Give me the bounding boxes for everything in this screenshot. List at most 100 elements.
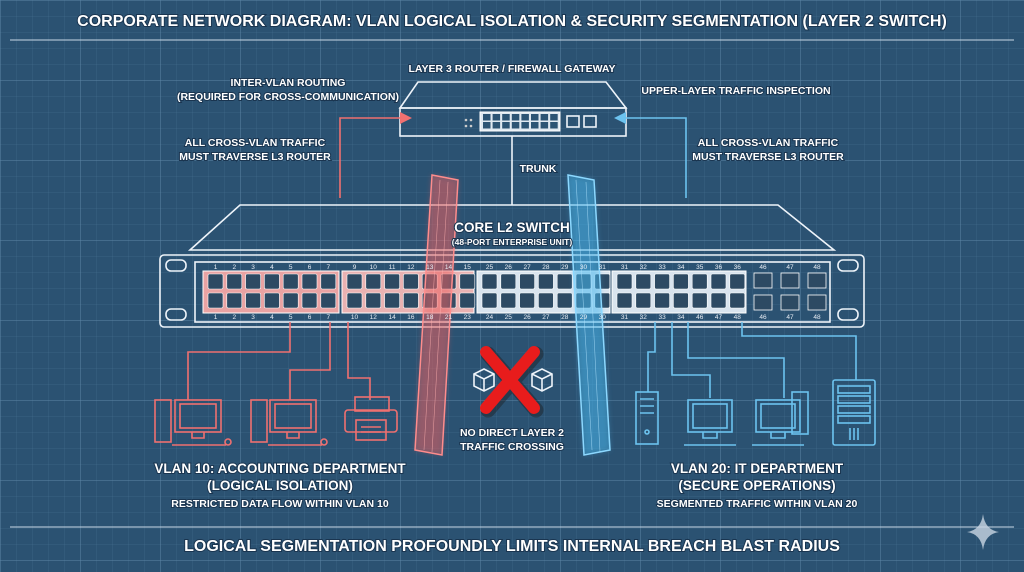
- blocked-packet-left-icon: [473, 368, 495, 392]
- switch-port: [481, 273, 498, 290]
- port-label: 33: [658, 264, 666, 271]
- right-traverse-line2: MUST TRAVERSE L3 ROUTER: [692, 151, 844, 163]
- vlan20-route-arrow: [624, 117, 687, 198]
- switch-port: [538, 273, 554, 290]
- switch-port: [691, 292, 708, 309]
- switch-port: [384, 292, 400, 309]
- port-label: 6: [308, 264, 312, 271]
- switch-port: [556, 292, 573, 309]
- port-label: 28: [542, 264, 550, 271]
- vlan10-workstation-1: [154, 399, 232, 446]
- port-label: 34: [677, 314, 685, 321]
- switch-port: [207, 273, 224, 290]
- port-label: 26: [523, 314, 531, 321]
- sparkle-icon: [967, 514, 999, 550]
- switch-port: [691, 273, 708, 290]
- switch-port: [616, 273, 633, 290]
- switch-sublabel: (48-PORT ENTERPRISE UNIT): [452, 237, 573, 247]
- sfp-port: [753, 272, 773, 289]
- switch-port: [654, 273, 670, 290]
- port-label: 4: [270, 314, 274, 321]
- vlan10-subtitle: RESTRICTED DATA FLOW WITHIN VLAN 10: [171, 498, 389, 510]
- vlan10-title-line1: VLAN 10: ACCOUNTING DEPARTMENT: [154, 461, 406, 476]
- vlan20-workstation-1: [684, 399, 736, 446]
- port-label: 31: [621, 264, 629, 271]
- port-label: 5: [289, 314, 293, 321]
- switch-port: [346, 273, 363, 290]
- router-port: [521, 114, 529, 121]
- switch-port: [635, 273, 652, 290]
- vlan10-workstation-2: [250, 399, 328, 446]
- switch-port: [519, 273, 535, 290]
- switch-label: CORE L2 SWITCH: [454, 220, 570, 235]
- port-label: 46: [759, 264, 767, 271]
- vlan20-server-tower: [635, 391, 659, 445]
- switch-port: [673, 292, 689, 309]
- port-label: 14: [388, 314, 396, 321]
- switch-port: [226, 273, 243, 290]
- vlan10-printer: [344, 396, 398, 441]
- switch-port: [365, 292, 382, 309]
- port-label: 18: [426, 314, 434, 321]
- port-label: 2: [232, 264, 236, 271]
- port-label: 7: [326, 264, 330, 271]
- trunk-label: TRUNK: [520, 163, 557, 175]
- router-port: [540, 114, 549, 121]
- port-label: 47: [786, 264, 794, 271]
- switch-port: [673, 273, 689, 290]
- switch-port: [635, 292, 652, 309]
- switch-port: [500, 273, 517, 290]
- router-port: [521, 122, 529, 129]
- router-label: LAYER 3 ROUTER / FIREWALL GATEWAY: [408, 63, 615, 75]
- port-label: 24: [486, 314, 494, 321]
- port-label-layer: 1122334455667791010121114121613181421152…: [214, 264, 821, 321]
- port-label: 34: [677, 264, 685, 271]
- switch-port: [301, 292, 318, 309]
- switch-port: [301, 273, 318, 290]
- router-port: [540, 122, 549, 129]
- port-label: 15: [464, 264, 472, 271]
- inspection-note: UPPER-LAYER TRAFFIC INSPECTION: [641, 85, 830, 97]
- router-port: [550, 114, 558, 121]
- port-label: 3: [251, 314, 255, 321]
- port-label: 6: [308, 314, 312, 321]
- switch-port: [282, 292, 299, 309]
- router-port: [502, 114, 510, 121]
- router-port: [502, 122, 510, 129]
- switch-port: [384, 273, 400, 290]
- vlan10-route-arrow: [339, 117, 402, 198]
- port-label: 25: [505, 314, 513, 321]
- port-label: 31: [621, 314, 629, 321]
- port-label: 1: [214, 264, 218, 271]
- switch-port: [320, 292, 337, 309]
- port-label: 30: [599, 314, 607, 321]
- port-label: 33: [658, 314, 666, 321]
- switch-port: [226, 292, 243, 309]
- switch-port: [459, 273, 476, 290]
- port-label: 11: [389, 264, 396, 271]
- port-label: 1: [214, 314, 218, 321]
- port-label: 28: [561, 314, 569, 321]
- switch-port: [245, 292, 261, 309]
- port-label: 12: [407, 264, 415, 271]
- port-label: 3: [251, 264, 255, 271]
- switch-port: [710, 292, 727, 309]
- vlan20-title-line1: VLAN 20: IT DEPARTMENT: [671, 461, 844, 476]
- switch-port: [264, 292, 280, 309]
- port-label: 13: [426, 264, 434, 271]
- port-label: 35: [696, 264, 704, 271]
- vlan20-rack-server: [832, 379, 876, 446]
- switch-port: [264, 273, 280, 290]
- switch-port: [481, 292, 498, 309]
- routing-note-line1: INTER-VLAN ROUTING: [231, 77, 346, 89]
- sfp-port: [780, 294, 800, 311]
- port-label: 36: [734, 264, 742, 271]
- port-label: 36: [715, 264, 723, 271]
- port-label: 48: [813, 314, 821, 321]
- switch-port: [207, 292, 224, 309]
- port-label: 14: [445, 264, 453, 271]
- port-label: 4: [270, 264, 274, 271]
- switch-port: [282, 273, 299, 290]
